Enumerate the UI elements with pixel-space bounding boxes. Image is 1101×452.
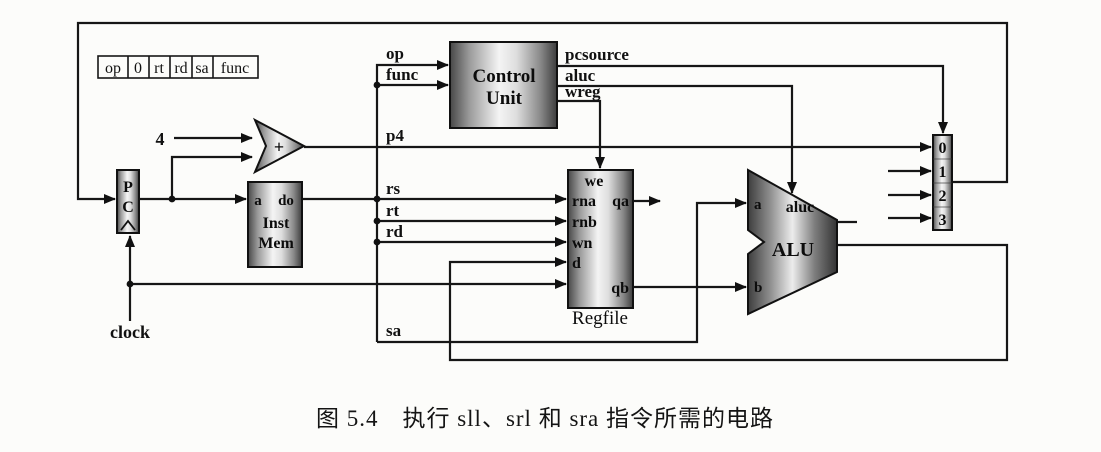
control-unit-name-line2: Unit bbox=[486, 88, 523, 109]
regfile-port-qa: qa bbox=[612, 193, 629, 210]
label-pcsource: pcsource bbox=[565, 45, 629, 64]
alu-name: ALU bbox=[772, 239, 814, 261]
adder: + bbox=[252, 117, 307, 175]
alu-port-b: b bbox=[754, 280, 762, 296]
junction-func bbox=[373, 81, 381, 89]
junction-rd bbox=[373, 238, 381, 246]
mux-input-label-1: 1 bbox=[939, 164, 947, 181]
format-field-0: 0 bbox=[134, 60, 142, 77]
control-unit-block: Control Unit bbox=[449, 41, 558, 129]
pc-register: P C bbox=[116, 169, 140, 234]
mux-input-label-0: 0 bbox=[939, 140, 947, 157]
regfile-port-rnb: rnb bbox=[572, 214, 597, 231]
control-unit-name-line1: Control bbox=[473, 66, 536, 87]
format-field-rt: rt bbox=[154, 60, 164, 77]
instmem-name-line2: Mem bbox=[258, 235, 294, 252]
label-op: op bbox=[386, 44, 404, 63]
label-rt: rt bbox=[386, 201, 400, 220]
regfile-block: we rna qa rnb wn d qb Regfile bbox=[567, 169, 634, 329]
format-field-func: func bbox=[221, 60, 249, 77]
junction-rs bbox=[373, 195, 381, 203]
format-field-sa: sa bbox=[195, 60, 208, 77]
alu-port-aluc: aluc bbox=[786, 199, 814, 216]
regfile-port-d: d bbox=[572, 255, 581, 272]
regfile-port-rna: rna bbox=[572, 193, 596, 210]
label-p4: p4 bbox=[386, 126, 404, 145]
label-four: 4 bbox=[156, 129, 165, 149]
regfile-port-wn: wn bbox=[572, 235, 593, 252]
instruction-format-box: op 0 rt rd sa func bbox=[97, 55, 259, 79]
wire-alu-result-to-d bbox=[448, 243, 1009, 362]
wire-pc-to-adder bbox=[170, 152, 253, 199]
junction-clock bbox=[126, 280, 134, 288]
label-func: func bbox=[386, 65, 419, 84]
wire-sa-to-alu-a bbox=[377, 198, 747, 344]
format-field-op: op bbox=[105, 60, 121, 77]
junction-pc-out bbox=[168, 195, 176, 203]
wire-wreg bbox=[557, 99, 605, 169]
format-field-rd: rd bbox=[174, 60, 187, 77]
pcsource-mux: 0 1 2 3 bbox=[932, 134, 953, 231]
mux-input-label-2: 2 bbox=[939, 188, 947, 205]
instmem-port-do: do bbox=[278, 193, 294, 209]
adder-plus-symbol: + bbox=[274, 137, 284, 157]
regfile-port-we: we bbox=[585, 173, 604, 190]
regfile-name: Regfile bbox=[572, 308, 628, 329]
regfile-port-qb: qb bbox=[611, 280, 629, 297]
junction-rt bbox=[373, 217, 381, 225]
label-rs: rs bbox=[386, 179, 401, 198]
pc-letter-p: P bbox=[123, 179, 133, 196]
figure-caption: 图 5.4 执行 sll、srl 和 sra 指令所需的电路 bbox=[315, 406, 775, 431]
wires bbox=[76, 21, 1009, 362]
label-wreg: wreg bbox=[565, 82, 601, 101]
label-sa: sa bbox=[386, 321, 402, 340]
wire-aluc bbox=[557, 84, 797, 194]
signal-labels: 4 clock op func p4 rs rt rd sa pcsource … bbox=[110, 44, 629, 342]
wire-instruction-bus-op bbox=[375, 60, 449, 342]
pc-clock-wedge-icon bbox=[120, 219, 136, 231]
label-clock: clock bbox=[110, 322, 150, 342]
mux-input-label-3: 3 bbox=[939, 212, 947, 229]
instmem-port-a: a bbox=[254, 193, 262, 209]
pc-letter-c: C bbox=[122, 199, 134, 216]
label-aluc: aluc bbox=[565, 66, 596, 85]
wire-mux-output-to-pc bbox=[76, 21, 1009, 204]
alu-block: a aluc ALU b bbox=[747, 168, 838, 316]
alu-port-a: a bbox=[754, 197, 762, 213]
label-rd: rd bbox=[386, 222, 404, 241]
inst-mem-block: a do Inst Mem bbox=[247, 181, 303, 268]
wire-pcsource bbox=[557, 64, 948, 134]
instmem-name-line1: Inst bbox=[263, 215, 290, 232]
